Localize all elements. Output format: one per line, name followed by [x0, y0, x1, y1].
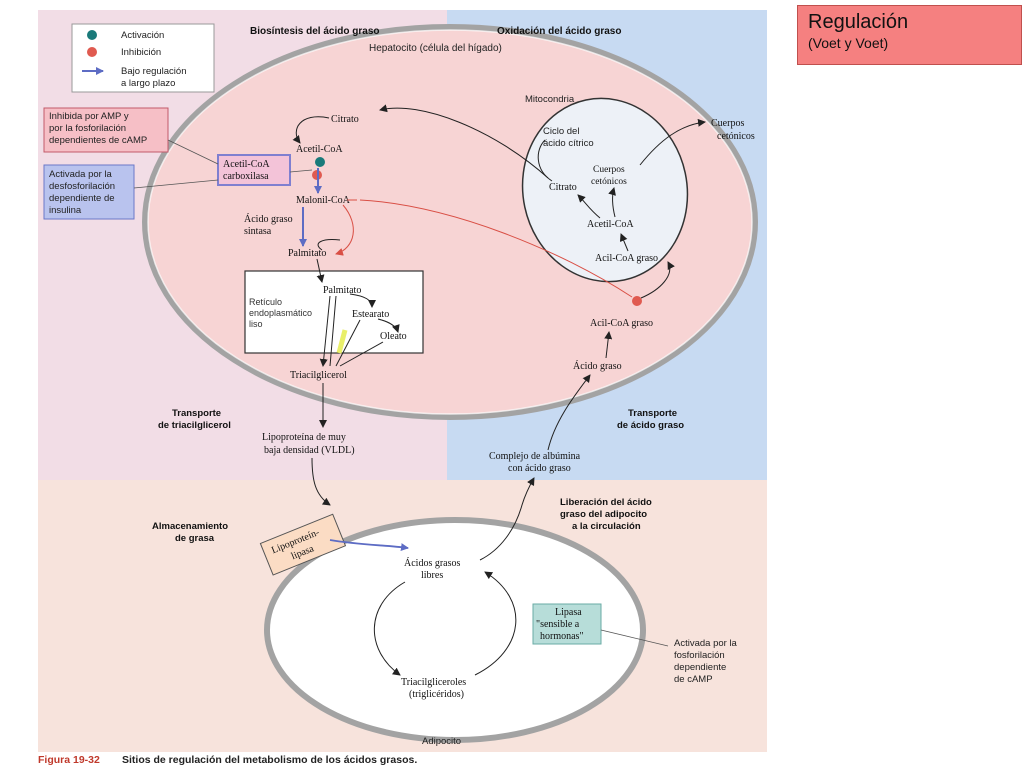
- tag-adipo-label-1: Triacilgliceroles: [401, 677, 466, 688]
- transport-fa-1: Transporte: [628, 408, 677, 419]
- tca-label-2: ácido cítrico: [543, 138, 594, 149]
- hsl-note-4: de cAMP: [674, 674, 713, 685]
- er-label-3: liso: [249, 319, 263, 329]
- caption-label: Figura 19-32: [38, 754, 100, 766]
- transport-tag-1: Transporte: [172, 408, 221, 419]
- tca-label-1: Ciclo del: [543, 126, 579, 137]
- release-label-2: graso del adipocito: [560, 509, 647, 520]
- cpt-inhibition-icon: [632, 296, 642, 306]
- vldl-label-1: Lipoproteína de muy: [262, 432, 346, 443]
- inhibited-note-1: Inhibida por AMP y: [49, 111, 129, 122]
- hsl-label-1: Lipasa: [555, 607, 582, 618]
- acc-label-2: carboxilasa: [223, 171, 269, 182]
- caption-text: Sitios de regulación del metabolismo de …: [122, 754, 417, 766]
- activated-note-2: desfosforilación: [49, 181, 115, 192]
- regulation-title: Regulación: [808, 11, 909, 33]
- ffa-label-2: libres: [421, 570, 443, 581]
- albumin-label-1: Complejo de albúmina: [489, 451, 581, 462]
- acyl-coa-node: Acil-CoA graso: [590, 318, 653, 329]
- lpl-box: Lipoproteín- lipasa: [259, 513, 347, 576]
- albumin-label-2: con ácido graso: [508, 463, 571, 474]
- hsl-note-1: Activada por la: [674, 638, 738, 649]
- malonyl-coa-node: Malonil-CoA: [296, 195, 351, 206]
- hsl-label-2: "sensible a: [536, 619, 580, 630]
- inhibition-legend-icon: [87, 47, 97, 57]
- release-label-3: a la circulación: [572, 521, 641, 532]
- activated-note-1: Activada por la: [49, 169, 113, 180]
- synthesis-title: Biosíntesis del ácido graso: [250, 26, 379, 37]
- acc-label-1: Acetil-CoA: [223, 159, 270, 170]
- legend-long-term-1: Bajo regulación: [121, 66, 187, 77]
- mitochondria-label: Mitocondria: [525, 94, 575, 105]
- hsl-box: [532, 603, 602, 645]
- regulation-subtitle: (Voet y Voet): [808, 35, 889, 51]
- oxidation-title: Oxidación del ácido graso: [497, 26, 621, 37]
- acc-enzyme-box: [217, 154, 291, 186]
- triacylglycerol-node: Triacilglicerol: [290, 370, 347, 381]
- transport-tag-2: de triacilglicerol: [158, 420, 231, 431]
- er-label-1: Retículo: [249, 297, 282, 307]
- fas-label-2: sintasa: [244, 226, 272, 237]
- storage-label-2: de grasa: [175, 533, 215, 544]
- activated-note-3: dependiente de: [49, 193, 115, 204]
- vldl-label-2: baja densidad (VLDL): [264, 445, 355, 456]
- citrate-mito-node: Citrato: [549, 182, 577, 193]
- legend-activation: Activación: [121, 30, 164, 41]
- fas-label-1: Ácido graso: [244, 213, 293, 225]
- palmitate-node: Palmitato: [288, 248, 326, 259]
- activated-note-box: [43, 164, 135, 220]
- ketone-mito-2: cetónicos: [591, 177, 627, 187]
- inhibited-note-3: dependientes de cAMP: [49, 135, 147, 146]
- mitochondria: [521, 97, 689, 283]
- hsl-note-2: fosforilación: [674, 650, 725, 661]
- activation-legend-icon: [87, 30, 97, 40]
- fatty-acid-node: Ácido graso: [573, 360, 622, 372]
- adipocyte-cell: [264, 517, 646, 743]
- inhibited-note-2: por la fosforilación: [49, 123, 126, 134]
- hsl-note-3: dependiente: [674, 662, 726, 673]
- stearate-node: Estearato: [352, 309, 389, 320]
- ketone-out-2: cetónicos: [717, 131, 755, 142]
- storage-label-1: Almacenamiento: [152, 521, 228, 532]
- acetyl-coa-mito-node: Acetil-CoA: [587, 219, 634, 230]
- citrate-node: Citrato: [331, 114, 359, 125]
- legend-inhibition: Inhibición: [121, 47, 161, 58]
- ffa-label-1: Ácidos grasos: [404, 557, 460, 569]
- palmitate-er-node: Palmitato: [323, 285, 361, 296]
- ketone-mito-1: Cuerpos: [593, 165, 625, 175]
- inhibited-note-box: [43, 107, 169, 153]
- er-label-2: endoplasmático: [249, 308, 312, 318]
- release-label-1: Liberación del ácido: [560, 497, 652, 508]
- tag-adipo-label-2: (triglicéridos): [409, 689, 464, 700]
- hepatocyte-label: Hepatocito (célula del hígado): [369, 43, 502, 54]
- acc-activation-icon: [315, 157, 325, 167]
- oleate-node: Oleato: [380, 331, 407, 342]
- adipocyte-label: Adipocito: [422, 736, 461, 747]
- regulation-title-box: Regulación (Voet y Voet): [797, 5, 1022, 65]
- hsl-label-3: hormonas": [540, 631, 584, 642]
- activated-note-4: insulina: [49, 205, 82, 216]
- er-box: [244, 270, 424, 354]
- acetyl-coa-node: Acetil-CoA: [296, 144, 343, 155]
- ketone-out-1: Cuerpos: [711, 118, 744, 129]
- transport-fa-2: de ácido graso: [617, 420, 684, 431]
- acyl-coa-mito-node: Acil-CoA graso: [595, 253, 658, 264]
- legend-long-term-2: a largo plazo: [121, 78, 175, 89]
